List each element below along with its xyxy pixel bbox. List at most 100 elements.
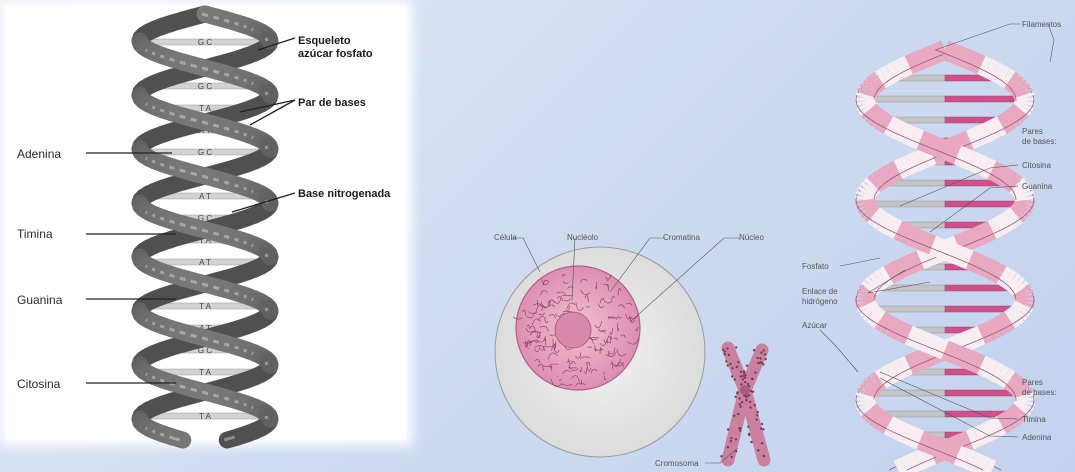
chromosome-texture-dot: [760, 351, 762, 353]
right-strand-segment: [865, 401, 866, 404]
right-strand-segment: [911, 461, 918, 464]
right-strand-segment: [1013, 182, 1017, 185]
chromosome-texture-dot: [734, 378, 736, 380]
right-strand-segment: [979, 464, 986, 467]
right-strand-segment: [869, 287, 872, 290]
right-strand-segment: [877, 218, 881, 221]
right-strand-segment: [979, 233, 986, 236]
chromosome-texture-dot: [740, 375, 742, 377]
right-strand-segment: [913, 437, 920, 440]
right-strand-segment: [990, 128, 996, 131]
right-strand-segment: [1010, 80, 1014, 83]
right-strand-segment: [1011, 116, 1015, 119]
right-strand-segment: [898, 167, 904, 170]
left-strand-highlight: [266, 362, 267, 365]
left-strand-segment: [269, 362, 270, 365]
right-strand-segment: [925, 455, 932, 458]
right-strand-segment: [909, 62, 916, 65]
right-strand-segment: [1022, 92, 1024, 95]
right-strand-segment: [883, 122, 888, 125]
chromosome-texture-dot: [756, 357, 758, 359]
right-strand-segment: [1000, 323, 1005, 326]
base-pair-label: Par de bases: [298, 97, 366, 109]
chromosome-texture-dot: [747, 394, 749, 396]
right-strand-segment: [962, 440, 969, 443]
right-strand-segment: [998, 224, 1003, 227]
right-strand-segment: [994, 326, 1000, 329]
right-strand-segment: [974, 62, 981, 65]
filaments-label: Filamentos: [1022, 20, 1061, 29]
right-strand-segment: [888, 272, 894, 275]
right-strand-segment: [977, 134, 984, 137]
right-strand-segment: [950, 152, 957, 155]
right-strand-segment: [948, 251, 956, 254]
right-strand-segment: [868, 209, 870, 212]
chromosome-texture-dot: [748, 434, 750, 436]
right-strand-segment: [894, 128, 900, 131]
right-strand-segment: [1008, 218, 1012, 221]
right-strand-segment: [1023, 104, 1024, 107]
right-strand-segment: [1007, 278, 1012, 281]
right-strand-segment: [974, 362, 981, 365]
right-strand-segment: [906, 134, 913, 137]
chromosome-label: Cromosoma: [655, 459, 699, 468]
right-strand-segment: [920, 257, 927, 260]
right-strand-segment: [988, 68, 994, 71]
right-strand-segment: [960, 341, 967, 344]
right-strand-segment: [996, 125, 1002, 128]
right-strand-segment: [962, 257, 969, 260]
right-strand-segment: [865, 302, 866, 305]
right-strand-segment: [887, 173, 892, 176]
right-strand-segment: [1020, 308, 1022, 311]
right-strand-segment: [865, 395, 866, 398]
chromosome-texture-dot: [731, 456, 733, 458]
chromosome-texture-dot: [730, 437, 732, 439]
right-strand-segment: [1024, 203, 1025, 206]
right-strand-segment: [909, 335, 916, 338]
chromosome-texture-dot: [746, 365, 748, 367]
right-strand-segment: [890, 326, 896, 329]
right-strand-segment: [1022, 305, 1024, 308]
chromosome-texture-dot: [762, 363, 764, 365]
right-guanine-label: Guanina: [1022, 182, 1053, 191]
right-strand-segment: [879, 419, 884, 422]
right-strand-segment: [885, 74, 890, 77]
adenine-label-right: Adenina: [1022, 433, 1052, 442]
right-strand-segment: [1005, 320, 1010, 323]
chromosome-texture-dot: [739, 403, 741, 405]
phosphate-label: Fosfato: [802, 262, 829, 271]
right-strand-segment: [1008, 179, 1012, 182]
pairs-top-label: Paresde bases:: [1022, 127, 1057, 146]
chromosome-texture-dot: [762, 428, 764, 430]
right-strand-segment: [970, 260, 977, 263]
chromosome-texture-dot: [731, 367, 733, 369]
left-rung-label: A T: [199, 192, 211, 201]
right-strand-segment: [958, 155, 965, 158]
right-strand-segment: [870, 86, 873, 89]
right-strand-segment: [871, 212, 874, 215]
right-strand-segment: [1021, 407, 1023, 410]
right-strand-segment: [988, 329, 994, 332]
right-strand-segment: [898, 467, 904, 470]
chromosome-texture-dot: [747, 426, 749, 428]
right-strand-segment: [873, 383, 877, 386]
chromosome-texture-dot: [747, 383, 749, 385]
right-strand-segment: [872, 113, 875, 116]
right-strand-segment: [868, 89, 870, 92]
chromosome-texture-dot: [740, 383, 742, 385]
chromosome-texture-dot: [749, 406, 751, 408]
chromosome-texture-dot: [749, 401, 751, 403]
right-strand-segment: [1010, 380, 1014, 383]
right-strand-segment: [866, 104, 867, 107]
chromosome-shape: [720, 346, 767, 460]
right-strand-segment: [904, 164, 911, 167]
right-strand-segment: [972, 461, 979, 464]
chromosome-texture-dot: [757, 362, 759, 364]
right-strand-segment: [880, 77, 885, 80]
right-strand-segment: [920, 440, 927, 443]
left-strand-segment: [269, 254, 270, 257]
right-strand-segment: [1014, 314, 1018, 317]
right-strand-segment: [876, 317, 880, 320]
right-strand-segment: [1016, 212, 1019, 215]
chromosome-texture-dot: [735, 396, 737, 398]
